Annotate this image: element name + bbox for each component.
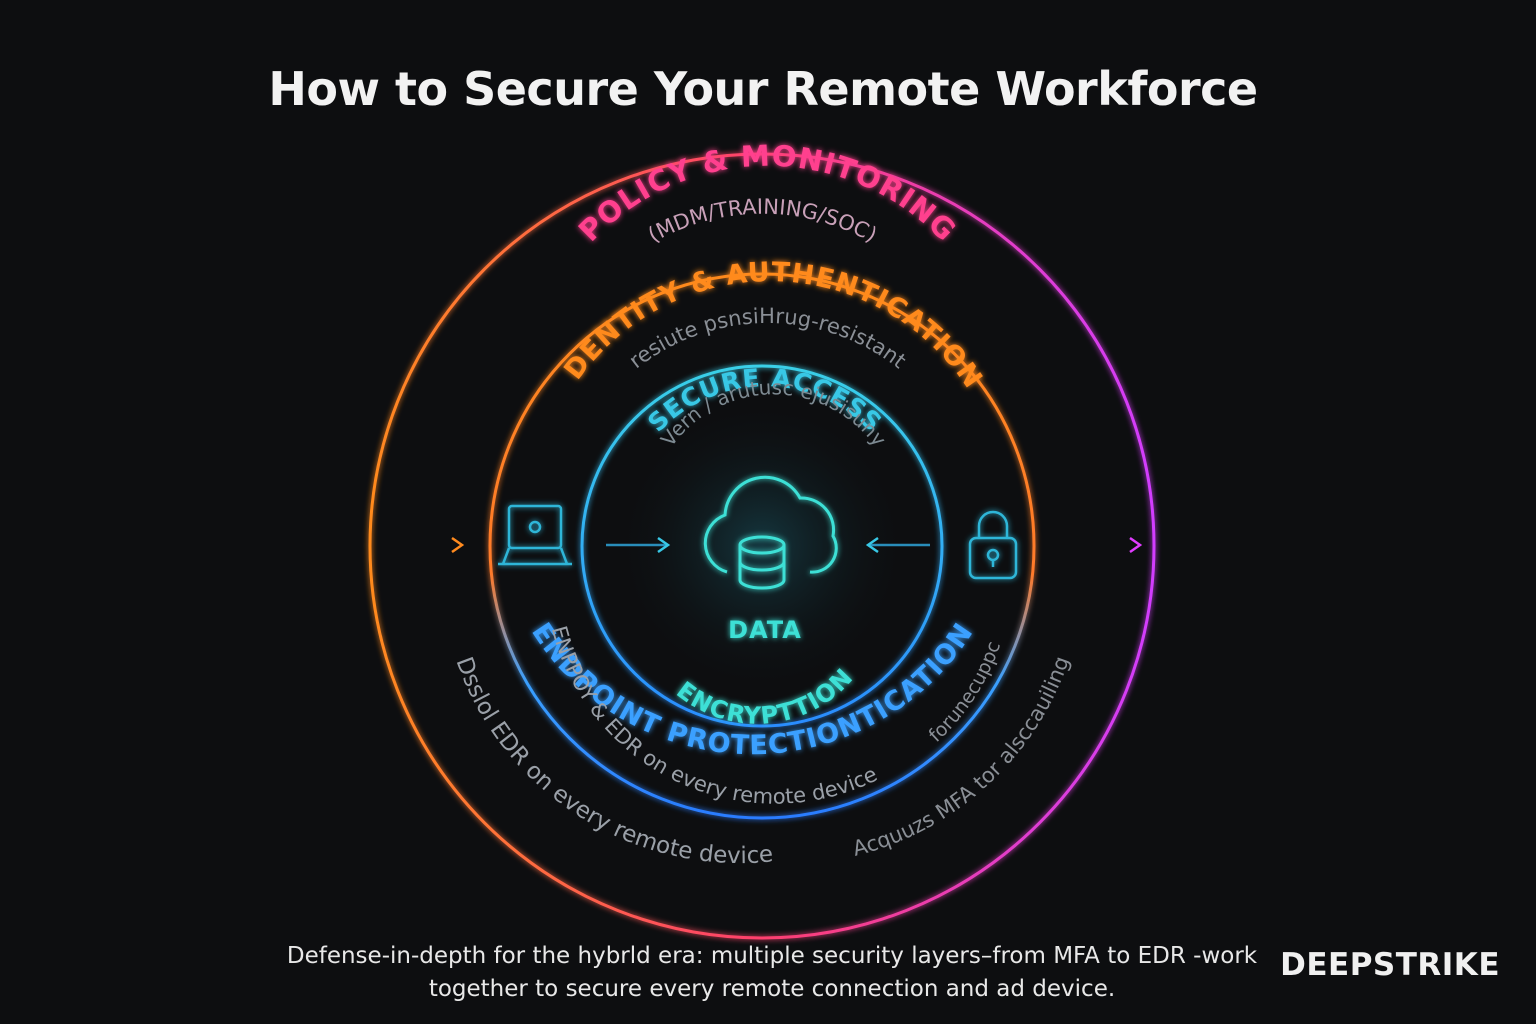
caption-line-2: together to secure every remote connecti… <box>428 976 1116 1002</box>
inner-ring-access <box>580 364 944 728</box>
inner-right-arrow <box>865 536 930 554</box>
outer-bottom-right-text: Acquuzs MFA tor alsccauiling <box>850 653 1074 861</box>
svg-text:Acquuzs MFA tor alsccauiling: Acquuzs MFA tor alsccauiling <box>850 653 1074 861</box>
svg-text:(MDM/TRAINING/SOC): (MDM/TRAINING/SOC) <box>644 195 881 248</box>
svg-text:resiute psnsiHrug-resistant: resiute psnsiHrug-resistant <box>624 304 910 373</box>
brand-logo: DEEPSTRIKE <box>1280 947 1500 983</box>
svg-text:POLICY & MONITORING: POLICY & MONITORING <box>572 138 963 248</box>
right-outbound-arrow <box>1075 536 1143 554</box>
inner-left-arrow <box>606 536 671 554</box>
identity-layer-sub: resiute psnsiHrug-resistant <box>624 304 910 373</box>
policy-layer-sub: (MDM/TRAINING/SOC) <box>644 195 881 248</box>
caption: Defense-in-depth for the hybrld era: mul… <box>262 940 1282 1006</box>
middle-ring-identity <box>488 272 1036 820</box>
laptop-icon <box>498 504 572 566</box>
page-title: How to Secure Your Remote Workforce <box>268 62 1258 116</box>
core-label-line1: DATA <box>728 616 802 644</box>
padlock-icon <box>968 510 1018 580</box>
cloud-database-icon <box>703 475 838 590</box>
caption-line-1: Defense-in-depth for the hybrld era: mul… <box>286 943 1258 969</box>
policy-layer-label: POLICY & MONITORING <box>572 138 962 248</box>
left-inbound-arrow <box>412 536 465 554</box>
core-glow <box>612 396 912 696</box>
outer-ring-policy <box>368 152 1156 940</box>
